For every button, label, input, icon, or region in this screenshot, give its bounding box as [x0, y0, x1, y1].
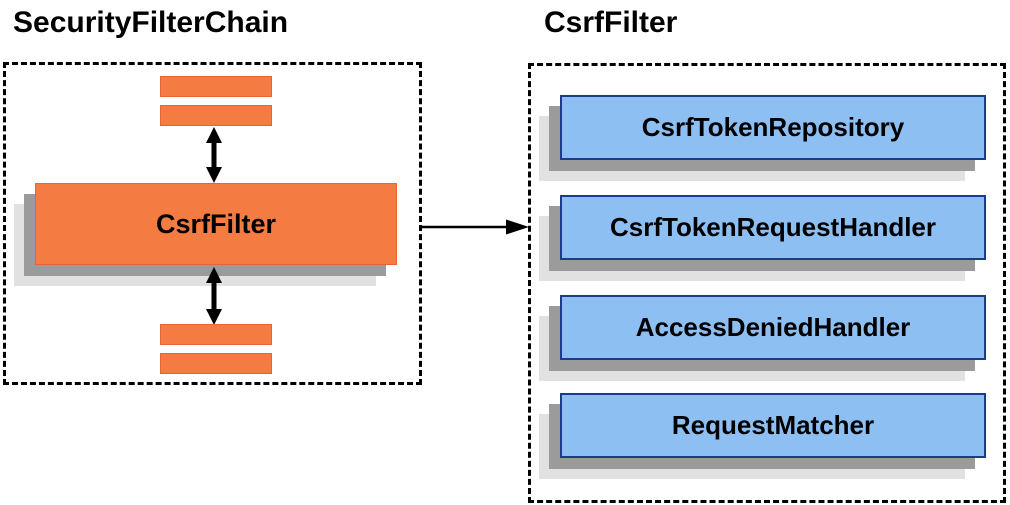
filter-placeholder-bar: [160, 76, 272, 97]
csrf-filter-container: [528, 63, 1006, 503]
security-filter-chain-container: [3, 62, 422, 385]
right-arrow-icon: [421, 219, 529, 235]
access-denied-handler-node: AccessDeniedHandler: [560, 295, 986, 360]
security-filter-chain-title: SecurityFilterChain: [13, 6, 289, 39]
csrf-filter-node: CsrfFilter: [35, 183, 397, 265]
request-matcher-node: RequestMatcher: [560, 393, 986, 458]
component-label: CsrfTokenRepository: [641, 112, 905, 142]
csrf-token-repository-node: CsrfTokenRepository: [560, 95, 986, 160]
csrf-filter-node-label: CsrfFilter: [155, 208, 277, 239]
up-down-arrow-icon: [206, 267, 222, 325]
csrf-filter-title: CsrfFilter: [544, 6, 678, 39]
up-down-arrow-icon: [206, 127, 222, 183]
component-label: AccessDeniedHandler: [635, 312, 911, 342]
filter-placeholder-bar: [160, 105, 272, 126]
filter-placeholder-bar: [160, 324, 272, 345]
csrf-token-request-handler-node: CsrfTokenRequestHandler: [560, 195, 986, 260]
component-label: RequestMatcher: [671, 410, 875, 440]
filter-placeholder-bar: [160, 353, 272, 374]
component-label: CsrfTokenRequestHandler: [609, 212, 937, 242]
